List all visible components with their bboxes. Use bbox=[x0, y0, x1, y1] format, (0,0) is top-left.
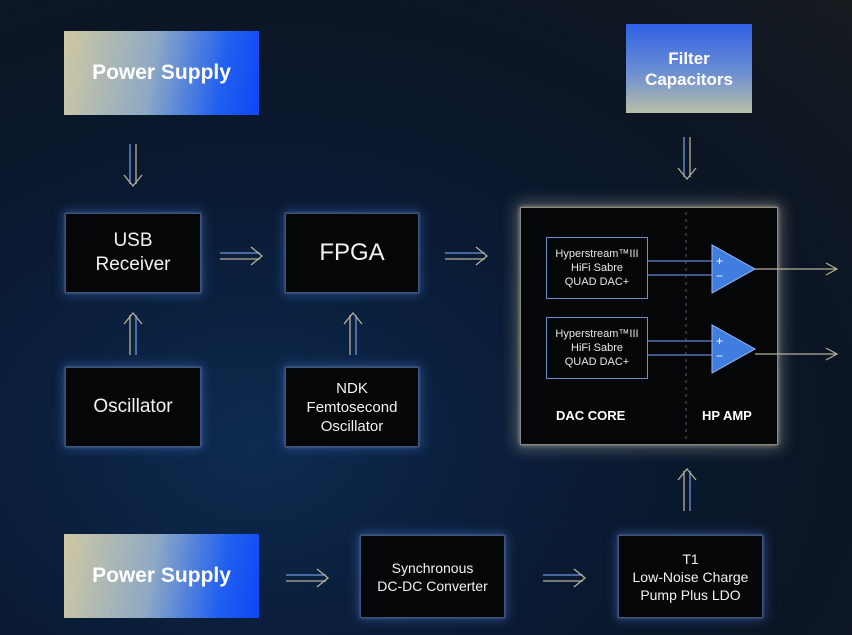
dac-chip-2: Hyperstream™III HiFi Sabre QUAD DAC+ bbox=[546, 317, 648, 379]
amplifier-1-icon bbox=[711, 244, 757, 294]
usb-receiver-line2: Receiver bbox=[95, 254, 171, 275]
filter-capacitors-block: Filter Capacitors bbox=[626, 24, 752, 113]
filter-capacitors-line1: Filter bbox=[668, 48, 710, 68]
oscillator-block: Oscillator bbox=[65, 367, 201, 447]
charge-pump-line3: Pump Plus LDO bbox=[640, 586, 741, 603]
arrow-dcdc-to-ldo bbox=[542, 568, 586, 588]
dcdc-converter-block: Synchronous DC-DC Converter bbox=[360, 535, 505, 618]
dac-chip-1: Hyperstream™III HiFi Sabre QUAD DAC+ bbox=[546, 237, 648, 299]
usb-receiver-block: USB Receiver bbox=[65, 213, 201, 293]
fpga-label: FPGA bbox=[319, 239, 385, 266]
arrow-power-to-usb bbox=[123, 143, 143, 187]
amp2-plus: + bbox=[716, 334, 723, 348]
arrow-filter-to-dac bbox=[677, 136, 697, 180]
arrow-power-to-dcdc bbox=[285, 568, 329, 588]
power-supply-top-block: Power Supply bbox=[64, 31, 259, 115]
hp-amp-label: HP AMP bbox=[702, 408, 752, 423]
dac-chip-1-line1: Hyperstream™III bbox=[555, 248, 639, 260]
fpga-block: FPGA bbox=[285, 213, 419, 293]
dac-chip-2-line2: HiFi Sabre bbox=[571, 342, 623, 354]
arrow-oscillator-to-usb bbox=[123, 312, 143, 356]
amp1-plus: + bbox=[716, 254, 723, 268]
power-supply-top-label: Power Supply bbox=[92, 61, 231, 84]
amplifier-2-icon bbox=[711, 324, 757, 374]
output-1-arrowhead bbox=[825, 262, 839, 276]
power-supply-bottom-label: Power Supply bbox=[92, 564, 231, 587]
arrow-ldo-to-dac bbox=[677, 468, 697, 512]
amp1-minus: − bbox=[716, 269, 723, 283]
dac-chip-2-line3: QUAD DAC+ bbox=[564, 356, 630, 368]
ndk-line3: Oscillator bbox=[320, 417, 384, 435]
filter-capacitors-line2: Capacitors bbox=[645, 69, 733, 89]
dac-chip-1-line3: QUAD DAC+ bbox=[564, 276, 630, 288]
ndk-line1: NDK bbox=[336, 379, 368, 397]
charge-pump-line2: Low-Noise Charge bbox=[632, 568, 749, 585]
power-supply-bottom-block: Power Supply bbox=[64, 534, 259, 618]
ndk-oscillator-block: NDK Femtosecond Oscillator bbox=[285, 367, 419, 447]
amp2-minus: − bbox=[716, 349, 723, 363]
dcdc-line2: DC-DC Converter bbox=[377, 577, 488, 594]
dac-chip-2-line1: Hyperstream™III bbox=[555, 328, 639, 340]
charge-pump-block: T1 Low-Noise Charge Pump Plus LDO bbox=[618, 535, 763, 618]
output-2-arrowhead bbox=[825, 347, 839, 361]
dcdc-line1: Synchronous bbox=[391, 559, 474, 576]
ndk-line2: Femtosecond bbox=[306, 398, 398, 416]
arrow-usb-to-fpga bbox=[219, 246, 263, 266]
dac-core-label: DAC CORE bbox=[556, 408, 626, 423]
dac-chip-1-line2: HiFi Sabre bbox=[571, 262, 623, 274]
charge-pump-line1: T1 bbox=[682, 550, 699, 567]
arrow-ndk-to-fpga bbox=[343, 312, 363, 356]
arrow-fpga-to-dac bbox=[444, 246, 488, 266]
usb-receiver-line1: USB bbox=[113, 230, 153, 251]
oscillator-label: Oscillator bbox=[93, 396, 173, 417]
